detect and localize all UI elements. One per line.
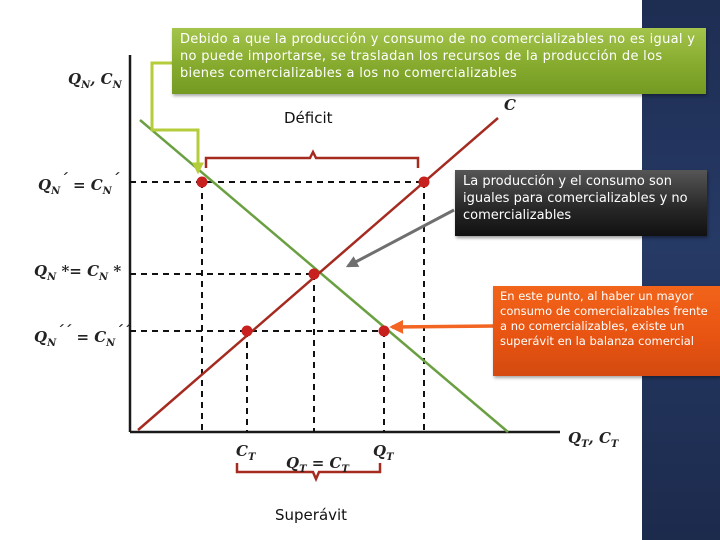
y-tick-top: QN´ = CN´ — [38, 170, 120, 197]
surplus-label: Superávit — [275, 506, 347, 524]
y-tick-mid: QN *= CN * — [34, 262, 121, 283]
curve-label-c: C — [504, 96, 516, 114]
callout-resource-shift: Debido a que la producción y consumo de … — [172, 28, 706, 94]
y-axis-label: QN, CN — [68, 70, 123, 91]
dashed-guides — [130, 181, 425, 432]
green-callout-arrow — [150, 61, 204, 175]
point-ct — [241, 325, 253, 337]
x-tick-qt: QT — [373, 442, 395, 463]
orange-callout-arrow — [389, 319, 497, 334]
gray-callout-arrow — [345, 208, 455, 268]
callout-equilibrium-text: La producción y el consumo son iguales p… — [463, 174, 688, 223]
callout-equilibrium: La producción y el consumo son iguales p… — [455, 170, 707, 236]
x-axis-label: QT, CT — [568, 429, 620, 450]
point-deficit-left — [196, 176, 208, 188]
callout-surplus: En este punto, al haber un mayor consumo… — [493, 286, 720, 376]
x-tick-ct: CT — [236, 442, 257, 463]
callout-surplus-text: En este punto, al haber un mayor consumo… — [500, 289, 708, 348]
x-tick-equilibrium: QT = CT — [286, 454, 350, 475]
callout-resource-shift-text: Debido a que la producción y consumo de … — [180, 32, 696, 81]
point-equilibrium — [308, 268, 320, 280]
deficit-bracket — [204, 149, 420, 168]
point-deficit-right — [418, 176, 430, 188]
green-curve — [139, 119, 509, 433]
y-tick-low: QN´´ = CN´´ — [34, 322, 131, 349]
surplus-bracket — [235, 463, 382, 483]
point-qt — [378, 325, 390, 337]
deficit-label: Déficit — [284, 109, 333, 127]
